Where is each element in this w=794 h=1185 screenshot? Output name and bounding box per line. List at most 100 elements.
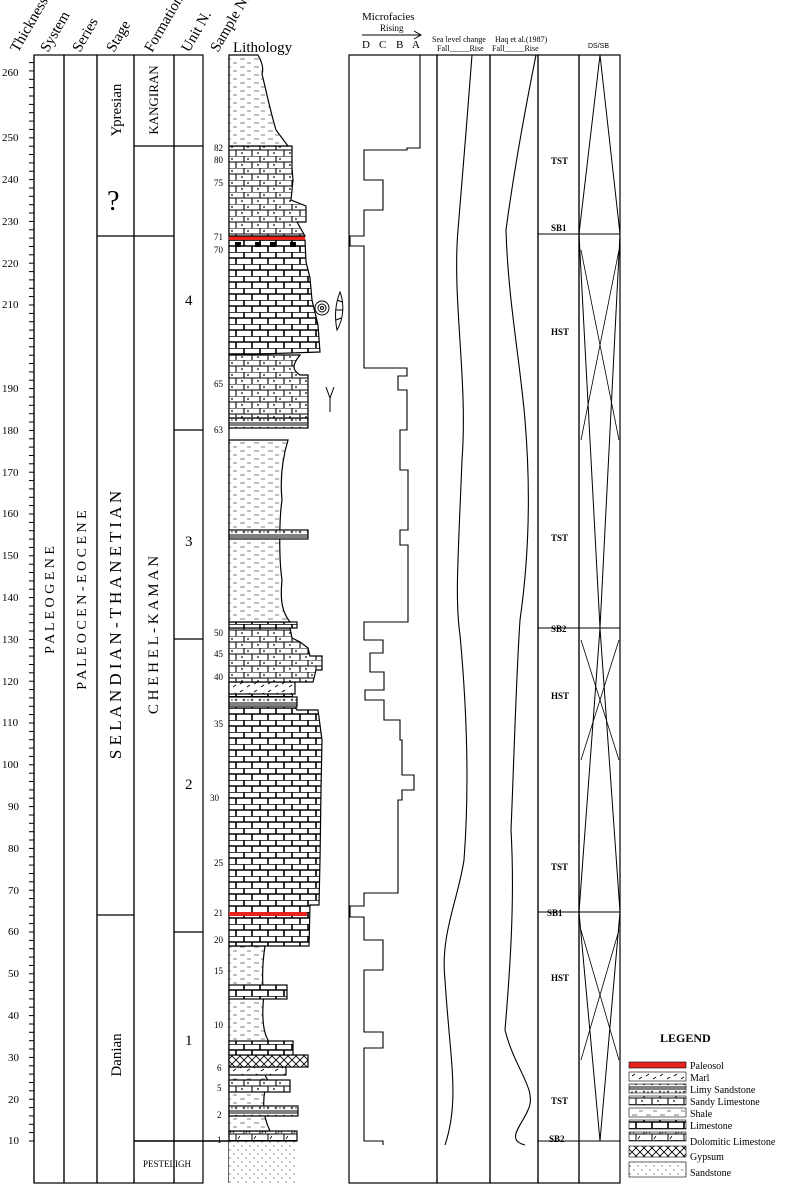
- systems-tract-label: SB2: [551, 624, 567, 634]
- microfacies-class-b: B: [396, 39, 403, 51]
- legend-swatch-gypsum: [628, 1145, 687, 1158]
- legend-swatch-limestone: [628, 1119, 687, 1130]
- thickness-tick: 50: [8, 968, 20, 980]
- unit-label: 3: [185, 534, 193, 550]
- systems-tract-label: TST: [551, 156, 568, 166]
- legend-swatch-dolomitic-limestone: [628, 1131, 687, 1142]
- sea-level-curve: [443, 54, 473, 1146]
- unit-label: 2: [185, 777, 193, 793]
- legend-label: Limy Sandstone: [690, 1085, 756, 1096]
- sample-number: 65: [214, 379, 224, 389]
- bed-marl: [228, 1066, 287, 1076]
- bed-paleosol: [229, 236, 305, 240]
- thickness-tick: 230: [2, 216, 19, 228]
- legend-label: Gypsum: [690, 1152, 724, 1163]
- bed-limy-sandstone: [228, 1105, 299, 1117]
- systems-tract-label: TST: [551, 1096, 568, 1106]
- legend-label: Dolomitic Limestone: [690, 1137, 776, 1148]
- sample-number: 20: [214, 935, 224, 945]
- bed-limestone: [228, 239, 321, 356]
- header-sea-level: Sea level change: [432, 35, 486, 44]
- bed-shale: [228, 54, 290, 147]
- legend-swatch-marl: [628, 1071, 687, 1082]
- formation-column: KANGIRAN C H E H E L - K A M A N PESTELI…: [134, 65, 229, 1169]
- sample-number: 25: [214, 858, 224, 868]
- bed-marl: [228, 681, 296, 695]
- stage-danian: Danian: [109, 1033, 125, 1077]
- header-rising: Rising: [380, 23, 404, 33]
- microfacies-class-a: A: [412, 39, 420, 51]
- thickness-tick: 40: [8, 1010, 20, 1022]
- legend-label: Marl: [690, 1073, 710, 1084]
- stage-unknown: ?: [107, 186, 119, 217]
- sample-number: 80: [214, 155, 224, 165]
- header-lithology: Lithology: [233, 40, 293, 56]
- sample-numbers: 1 2 5 6 10 15 20 21 25 30 35 40 45 50 63…: [210, 143, 224, 1145]
- microfacies-class-labels: D C B A: [362, 39, 420, 51]
- legend: LEGEND Paleosol Marl Limy Sandstone Sand…: [628, 1031, 776, 1179]
- thickness-tick: 220: [2, 258, 19, 270]
- thickness-tick: 190: [2, 383, 19, 395]
- bed-sandstone: [229, 1141, 297, 1183]
- bed-dolomitic-limestone: [228, 1130, 298, 1142]
- unit-label: 4: [185, 293, 193, 309]
- sample-number: 1: [217, 1135, 222, 1145]
- legend-swatch-paleosol: [628, 1061, 687, 1069]
- sample-number: 75: [214, 178, 224, 188]
- sample-number: 50: [214, 628, 224, 638]
- systems-tract-label: HST: [551, 327, 569, 337]
- echinoderm-icon: [325, 386, 335, 412]
- microfacies-class-d: D: [362, 39, 370, 51]
- sample-number: 71: [214, 232, 223, 242]
- column-headers: Thickness System Series Stage Formation …: [8, 0, 610, 56]
- formation-chehel-kaman: C H E H E L - K A M A N: [146, 556, 162, 714]
- systems-tract-label: TST: [551, 862, 568, 872]
- header-microfacies: Microfacies: [362, 11, 415, 23]
- microfacies-class-c: C: [379, 39, 386, 51]
- thickness-tick: 250: [2, 132, 19, 144]
- thickness-tick: 170: [2, 467, 19, 479]
- sample-number: 10: [214, 1020, 224, 1030]
- sample-number: 35: [214, 719, 224, 729]
- thickness-tick: 210: [2, 299, 19, 311]
- systems-tract-label: SB1: [551, 223, 567, 233]
- bed-sandy-limestone: [228, 354, 309, 419]
- legend-swatch-sandy-limestone: [628, 1095, 687, 1106]
- bed-limestone: [228, 681, 323, 947]
- microfacies-curve: [349, 55, 421, 1145]
- paleosol-nodules: [235, 242, 296, 247]
- formation-pesteligh: PESTELIGH: [143, 1159, 191, 1169]
- sample-number: 15: [214, 966, 224, 976]
- legend-swatch-limy-sandstone: [628, 1083, 687, 1094]
- formation-kangiran: KANGIRAN: [146, 65, 161, 135]
- haq-curve: [504, 54, 537, 1146]
- ds-sb-triangles: [578, 54, 621, 1142]
- sample-number: 5: [217, 1083, 222, 1093]
- bed-sandy-limestone: [228, 1079, 291, 1093]
- legend-swatch-sandstone: [628, 1161, 687, 1178]
- header-stage: Stage: [104, 18, 135, 55]
- thickness-tick: 60: [8, 926, 20, 938]
- bed-sandy-limestone: [228, 145, 307, 237]
- legend-label: Shale: [690, 1109, 713, 1120]
- fossil-icons: [314, 290, 344, 412]
- thickness-tick: 140: [2, 592, 19, 604]
- systems-tract-label: SB1: [547, 908, 563, 918]
- bed-limy-sandstone: [228, 696, 298, 708]
- sample-number: 2: [217, 1110, 222, 1120]
- thickness-tick: 160: [2, 508, 19, 520]
- thickness-tick: 240: [2, 174, 19, 186]
- thickness-tick: 120: [2, 676, 19, 688]
- header-series: Series: [70, 15, 102, 55]
- sample-number: 6: [217, 1063, 222, 1073]
- gastropod-icon: [314, 300, 330, 316]
- bed-limy-sandstone: [228, 529, 309, 540]
- bivalve-icon: [335, 290, 344, 332]
- systems-tract-label: HST: [551, 691, 569, 701]
- legend-label: Sandstone: [690, 1168, 732, 1179]
- bed-limy-sandstone: [228, 417, 309, 429]
- system-label: P A L E O G E N E: [43, 546, 58, 654]
- thickness-tick: 150: [2, 550, 19, 562]
- thickness-tick: 110: [2, 717, 19, 729]
